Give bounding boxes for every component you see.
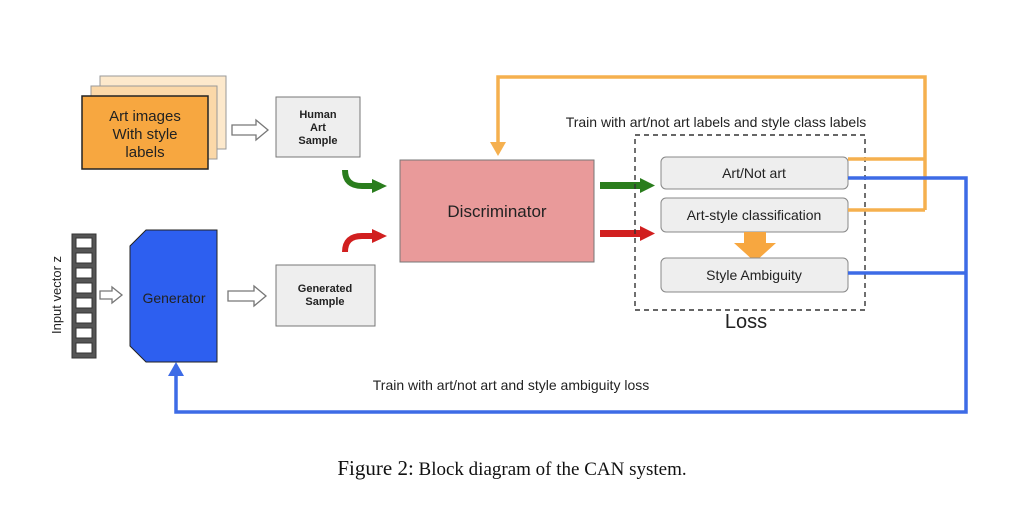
discriminator-output-arrow-red: [600, 226, 655, 241]
hollow-arrow-icon: [227, 284, 268, 308]
generated-sample-arrow: [342, 229, 387, 253]
discriminator-output-arrow-green: [600, 178, 655, 193]
style-classification-box: Art-style classification: [660, 197, 849, 233]
train-top-label: Train with art/not art labels and style …: [566, 114, 867, 130]
discriminator-feedback-lines: [496, 75, 927, 212]
art-images-stack: Art images With style labels: [81, 75, 227, 170]
art-images-line-1: Art images: [109, 108, 181, 125]
hollow-arrow-icon: [99, 285, 124, 305]
generator-feedback-arrowhead: [168, 362, 184, 376]
art-not-art-label: Art/Not art: [722, 165, 786, 181]
train-bottom-label: Train with art/not art and style ambigui…: [373, 377, 650, 393]
down-arrow-icon: [734, 232, 776, 262]
generator-label: Generator: [142, 290, 205, 306]
art-not-art-box: Art/Not art: [660, 156, 849, 190]
generator-feedback-lines: [174, 176, 968, 414]
human-sample-line-2: Art: [310, 122, 326, 134]
figure-caption: Figure 2: Block diagram of the CAN syste…: [0, 456, 1024, 481]
caption-prefix: Figure 2:: [337, 456, 414, 480]
generated-sample-line-2: Sample: [305, 296, 344, 308]
style-ambiguity-box: Style Ambiguity: [660, 257, 849, 293]
loss-label: Loss: [725, 311, 767, 333]
real-sample-arrow: [342, 169, 387, 193]
discriminator-block: Discriminator: [399, 159, 595, 263]
discriminator-feedback-arrowhead: [490, 142, 506, 156]
discriminator-label: Discriminator: [447, 202, 547, 221]
generator-block: Generator: [129, 229, 218, 363]
generated-sample-line-1: Generated: [298, 283, 352, 295]
loss-box: [634, 134, 866, 311]
art-images-box: [81, 95, 209, 170]
art-images-line-3: labels: [125, 144, 164, 161]
caption-text: Block diagram of the CAN system.: [418, 459, 687, 480]
generated-sample-box: Generated Sample: [275, 264, 376, 327]
input-vector: [71, 233, 97, 359]
art-images-line-2: With style: [112, 126, 177, 143]
human-sample-line-3: Sample: [298, 135, 337, 147]
style-classification-label: Art-style classification: [687, 207, 822, 223]
style-ambiguity-label: Style Ambiguity: [706, 267, 802, 283]
human-art-sample-box: Human Art Sample: [275, 96, 361, 158]
human-sample-line-1: Human: [299, 109, 337, 121]
hollow-arrow-icon: [231, 118, 270, 142]
input-vector-label: Input vector z: [49, 256, 64, 334]
